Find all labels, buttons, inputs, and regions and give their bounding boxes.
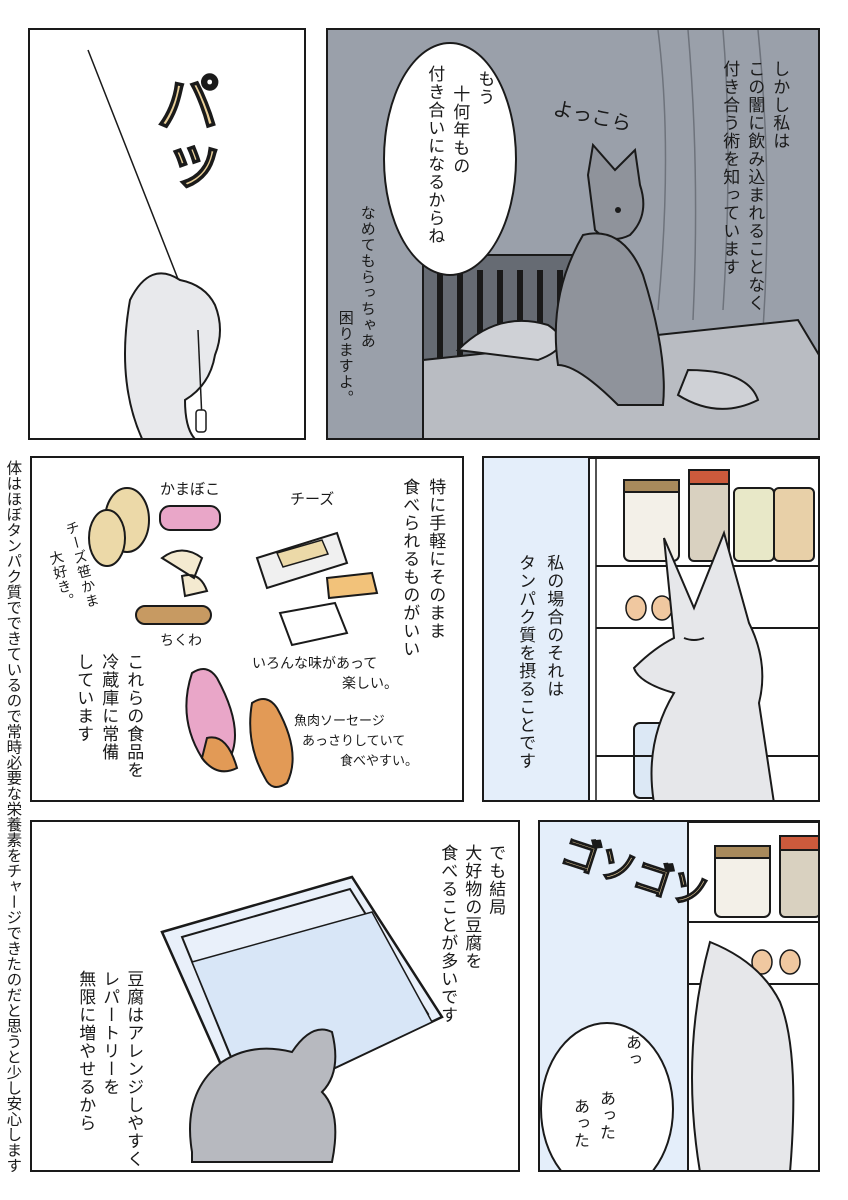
speech-bubble [540, 1022, 674, 1170]
caption2-line-3: 無限に増やせるから [75, 970, 96, 1132]
label-sausage-1: 魚肉ソーセージ [294, 714, 385, 729]
caption2-line-2: レパートリーを [99, 970, 120, 1096]
panel-bed: もう 十何年もの 付き合いになるからね しかし私は この闇に飲み込まれることなく… [326, 28, 820, 440]
bubble-line-2: あった [571, 1098, 590, 1149]
label-sausage-2: あっさりしていて [302, 734, 406, 749]
label-sausage-3: 食べやすい。 [340, 754, 419, 769]
bed-scene-illustration [422, 30, 818, 438]
caption1-line-2: 食べられるものがいい [399, 478, 420, 658]
label-chikuwa: ちくわ [160, 633, 202, 649]
panel-foods: かまぼこ チーズ チーズ笹かま 大好き。 ちくわ いろんな味があって 楽しい。 … [30, 456, 464, 802]
bubble-line-1: もう [474, 70, 495, 106]
caption2-line-2: 冷蔵庫に常備 [98, 653, 119, 761]
label-kamaboko: かまぼこ [160, 480, 221, 498]
panel-found: ゴソゴソ あっ あった あった [538, 820, 820, 1172]
bubble-line-2: 十何年もの [449, 85, 470, 175]
label-cheese: チーズ [290, 490, 335, 508]
label-cheese-note-2: 楽しい。 [342, 676, 398, 692]
thought-bubble [383, 42, 517, 276]
bubble-small-text: あっ [623, 1034, 642, 1068]
panel-tofu: でも結局 大好物の豆腐を 食べることが多いです 豆腐はアレンジしやすく レパート… [30, 820, 520, 1172]
caption-line-3: 付き合う術を知っています [719, 60, 740, 276]
caption-line-1: しかし私は [769, 60, 790, 150]
panel-light-cord: パッ [28, 28, 306, 440]
light-cord-illustration [87, 49, 221, 438]
fridge-illustration [588, 458, 818, 800]
sfx-pa: パッ [144, 69, 220, 199]
caption1-line-1: でも結局 [485, 844, 506, 916]
bubble-line-3: 付き合いになるからね [424, 65, 445, 245]
label-cheese-note-1: いろんな味があって [252, 656, 378, 672]
caption-line-1: 私の場合のそれは [543, 554, 564, 698]
found-illustration [687, 822, 818, 1170]
caption-line-2: この闇に飲み込まれることなく [744, 60, 765, 312]
caption1-line-1: 特に手軽にそのまま [425, 478, 446, 640]
caption1-line-3: 食べることが多いです [437, 844, 458, 1024]
caption1-line-2: 大好物の豆腐を [461, 844, 482, 970]
aside-line-1: なめてもらっちゃあ [358, 205, 377, 349]
foods-illustration [88, 487, 379, 788]
panel-fridge: 私の場合のそれは タンパク質を摂ることです [482, 456, 820, 802]
aside-line-2: 困りますよ。 [336, 310, 355, 406]
caption2-line-1: これらの食品を [123, 653, 144, 779]
caption2-line-1: 豆腐はアレンジしやすく [123, 970, 144, 1168]
side-note: 体はほぼタンパク質でできているので常時必要な栄養素をチャージできたのだと思うと少… [4, 460, 23, 1173]
bubble-line-1: あった [597, 1090, 616, 1141]
tofu-illustration [160, 875, 444, 1163]
caption2-line-3: しています [73, 653, 94, 743]
caption-line-2: タンパク質を摂ることです [515, 554, 536, 770]
